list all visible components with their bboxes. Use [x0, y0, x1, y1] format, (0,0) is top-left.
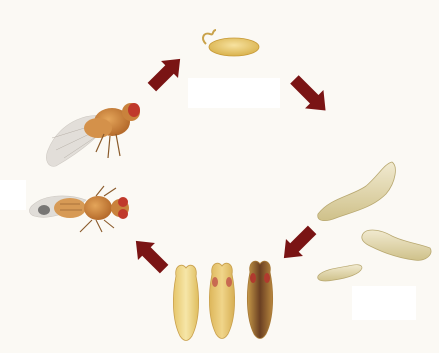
- pupa-icon: [247, 261, 272, 338]
- larva-icon: [318, 265, 362, 281]
- larva-icon: [362, 230, 431, 260]
- egg-icon: [203, 30, 259, 56]
- arrow-right-down-icon: [285, 70, 334, 119]
- pupa-icon: [209, 263, 234, 338]
- larva-icon: [318, 162, 396, 221]
- fly-icon: [46, 103, 140, 166]
- arrow-left-down-icon: [275, 221, 320, 266]
- arrow-left-up-icon: [127, 232, 172, 277]
- arrow-right-up-icon: [143, 50, 188, 95]
- fly-icon: [30, 186, 130, 232]
- pupa-icon: [173, 265, 198, 340]
